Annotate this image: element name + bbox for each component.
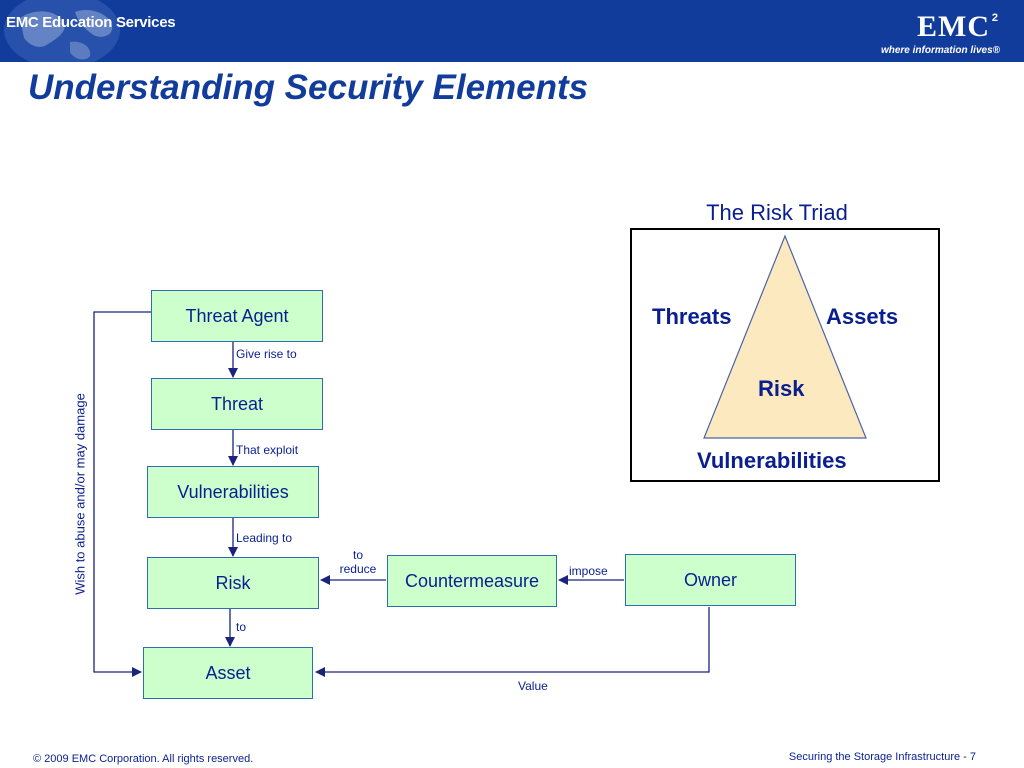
footer-course-page: Securing the Storage Infrastructure - 7 [788,751,976,763]
emc-logo-text: EMC [917,10,990,43]
label-leading-to: Leading to [236,531,293,545]
triad-risk: Risk [758,376,805,401]
triad-threats: Threats [652,304,732,329]
emc-logo-superscript: 2 [991,12,998,24]
label-to-reduce-line1: to [352,548,363,562]
countermeasure-box: Countermeasure [387,555,557,607]
triad-assets: Assets [826,304,899,329]
label-to-reduce-line2: reduce [339,562,377,576]
header-bar: EMC Education Services EMC 2 where infor… [0,0,1024,62]
threat-box: Threat [151,378,323,430]
footer-copyright: © 2009 EMC Corporation. All rights reser… [33,753,254,765]
emc-logo: EMC 2 where information lives® [880,6,1012,56]
asset-box: Asset [143,647,313,699]
slide-title: Understanding Security Elements [28,68,589,107]
threat-agent-box: Threat Agent [151,290,323,342]
label-to: to [236,620,247,634]
risk-box: Risk [147,557,319,609]
owner-box: Owner [625,554,796,606]
risk-triad-title: The Risk Triad [706,200,848,225]
risk-triangle-shape [703,234,867,439]
arrow-value [315,607,710,677]
label-value: Value [518,679,548,693]
emc-tagline: where information lives® [880,45,1000,56]
education-services-brand: EMC Education Services [6,14,176,31]
globe-icon [4,0,120,62]
vulnerabilities-box: Vulnerabilities [147,466,319,518]
label-give-rise-to: Give rise to [236,347,297,361]
label-to-reduce: to reduce [338,548,378,576]
label-that-exploit: That exploit [236,443,299,457]
triad-vulnerabilities: Vulnerabilities [697,448,847,473]
label-impose: impose [569,564,608,578]
arrow-wish-to-abuse [93,311,151,677]
